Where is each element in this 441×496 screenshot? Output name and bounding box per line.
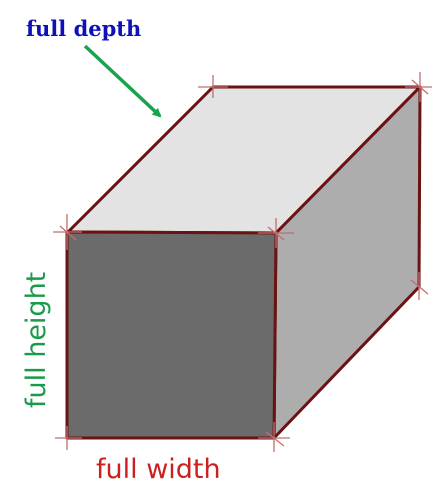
front-face xyxy=(65,230,278,440)
width-label: full width xyxy=(96,454,221,485)
depth-label: full depth xyxy=(26,16,141,41)
height-label: full height xyxy=(21,272,52,408)
corner-ticks xyxy=(53,72,432,452)
depth-arrow-icon xyxy=(83,44,162,118)
